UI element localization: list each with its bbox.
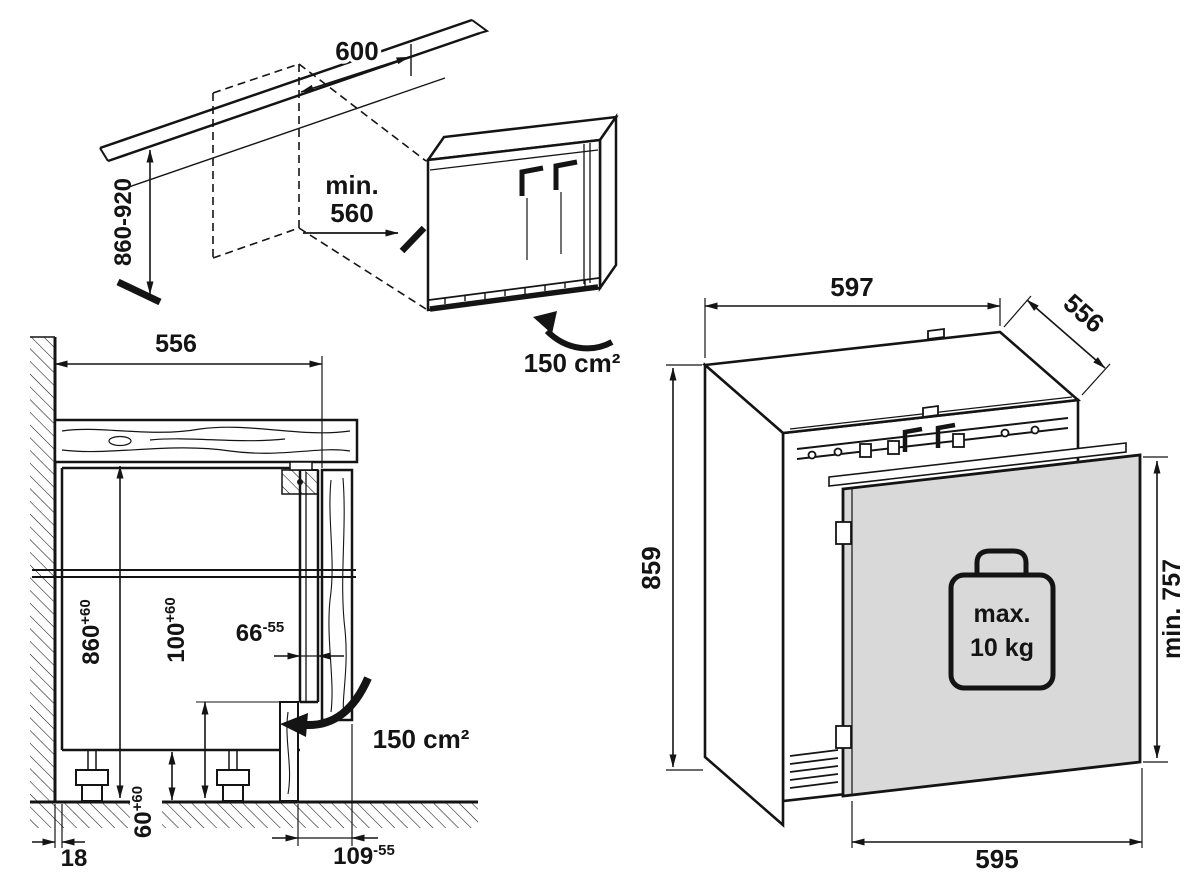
niche-width-dim-label: 600 xyxy=(335,36,378,66)
section-wall-gap-dimension: 18 xyxy=(32,804,87,872)
weight-value-label: 10 kg xyxy=(970,634,1034,662)
niche-height-dim-label: 860-920 xyxy=(110,178,137,266)
appliance-door-edge xyxy=(828,442,1127,487)
hinge-hardware xyxy=(796,404,1069,460)
airflow-arrow-niche xyxy=(533,311,614,352)
countertop-edge xyxy=(99,18,490,189)
section-foot-height-label: 60+60 xyxy=(129,786,157,838)
appliance-width-dimension: 597 xyxy=(704,272,1001,358)
section-vent-label: 150 cm² xyxy=(373,724,470,754)
hinge-brackets xyxy=(519,159,578,260)
section-door-offset-dimension: 66-55 xyxy=(236,619,344,660)
niche-depth-min-label: min. xyxy=(325,170,378,200)
section-niche-depth-dimension: 556 xyxy=(54,330,323,468)
section-niche-depth-label: 556 xyxy=(155,330,197,358)
door-min-height-dimension: min. 757 xyxy=(1143,456,1186,763)
furniture-panel-section xyxy=(320,468,354,722)
section-bottom-clearance-dimension: 100+60 xyxy=(162,597,300,799)
section-bottom-clearance-label: 100+60 xyxy=(162,597,190,663)
section-door-offset-label: 66-55 xyxy=(236,619,284,647)
niche-depth-dimension: min. 560 xyxy=(303,170,427,254)
door-width-dimension: 595 xyxy=(851,768,1143,874)
vent-slats xyxy=(789,749,839,789)
niche-depth-min-value: 560 xyxy=(330,198,373,228)
adjustable-foot-right xyxy=(216,750,250,802)
appliance-height-dimension: 859 xyxy=(636,364,703,771)
appliance-isometric-view: max. 10 kg 597 556 859 min. 757 595 xyxy=(636,272,1186,874)
section-plinth-recess-dimension: 109-55 xyxy=(272,724,395,870)
floor-hatch xyxy=(30,800,478,828)
section-wall-gap-label: 18 xyxy=(61,845,88,872)
section-plinth-recess-label: 109-55 xyxy=(333,842,395,870)
section-niche-height-dimension: 860+60 xyxy=(77,465,124,799)
door-width-label: 595 xyxy=(975,844,1018,874)
niche-dashed-outline xyxy=(212,63,427,310)
cross-section-view: 150 cm² 556 860+60 100+60 66-55 60+60 xyxy=(30,330,478,872)
appliance-box xyxy=(425,113,619,312)
niche-isometric-view: 860-920 600 min. 560 150 cm² xyxy=(99,18,621,378)
niche-vent-label: 150 cm² xyxy=(524,348,621,378)
countertop-section xyxy=(53,418,359,464)
airflow-arrow-section xyxy=(280,676,372,737)
section-niche-height-label: 860+60 xyxy=(77,599,105,665)
appliance-depth-label: 556 xyxy=(1058,288,1110,339)
appliance-body-section xyxy=(60,466,320,752)
plinth-board xyxy=(279,701,299,802)
floor-mark xyxy=(116,278,162,306)
hinge-detail xyxy=(281,461,319,495)
weight-max-label: max. xyxy=(974,600,1031,628)
niche-height-dimension: 860-920 xyxy=(110,149,154,295)
max-weight-icon: max. 10 kg xyxy=(948,548,1056,691)
door-min-height-label: min. 757 xyxy=(1158,559,1186,659)
section-foot-height-dimension: 60+60 xyxy=(129,751,176,850)
appliance-width-label: 597 xyxy=(830,272,873,302)
appliance-height-label: 859 xyxy=(636,546,666,589)
bottom-vent-grille xyxy=(428,277,600,312)
niche-width-dimension: 600 xyxy=(300,33,412,93)
adjustable-foot-left xyxy=(75,750,109,802)
break-line xyxy=(32,569,356,578)
